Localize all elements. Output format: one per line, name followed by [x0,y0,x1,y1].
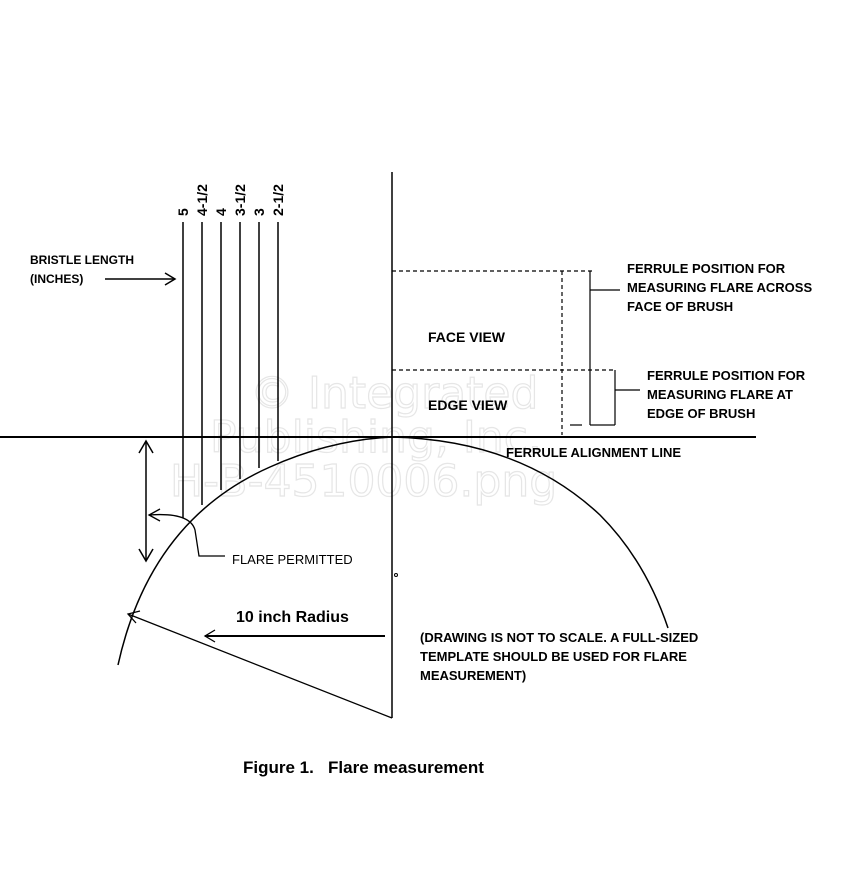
svg-text:FERRULE POSITION FOR: FERRULE POSITION FOR [647,368,806,383]
radius-arc [117,436,669,666]
radius-label: 10 inch Radius [236,609,349,626]
watermark-line-3: H-B-4510006.png [170,456,557,507]
svg-text:(DRAWING IS NOT TO SCALE. A FU: (DRAWING IS NOT TO SCALE. A FULL-SIZED [420,630,698,645]
flare-leader-arrow [147,508,225,557]
bristle-length-labels: 5 4-1/2 4 3-1/2 3 2-1/2 [175,184,286,216]
svg-text:FERRULE POSITION FOR: FERRULE POSITION FOR [627,261,786,276]
svg-text:FACE OF BRUSH: FACE OF BRUSH [627,299,733,314]
bristle-label: 3-1/2 [232,184,248,216]
bristle-lines [182,222,279,518]
bristle-length-label: BRISTLE LENGTH [30,253,134,267]
double-arrow-icon [138,439,154,563]
ferrule-alignment-label: FERRULE ALIGNMENT LINE [506,445,681,460]
scale-note: (DRAWING IS NOT TO SCALE. A FULL-SIZED T… [420,630,698,683]
watermark-line-1: © Integrated [250,368,538,419]
ferrule-edge-label: FERRULE POSITION FOR MEASURING FLARE AT … [647,368,806,421]
ferrule-face-label: FERRULE POSITION FOR MEASURING FLARE ACR… [627,261,812,314]
dot-mark [394,573,398,577]
radius-line [126,610,393,719]
svg-text:MEASURING FLARE ACROSS: MEASURING FLARE ACROSS [627,280,812,295]
bristle-label: 4 [213,208,229,216]
bristle-label: 3 [251,208,267,216]
arrow-right-icon [105,272,177,286]
figure-caption: Figure 1. Flare measurement [243,758,484,777]
edge-view-label: EDGE VIEW [428,397,508,413]
svg-text:MEASUREMENT): MEASUREMENT) [420,668,526,683]
svg-text:MEASURING FLARE AT: MEASURING FLARE AT [647,387,793,402]
face-view-label: FACE VIEW [428,329,506,345]
svg-text:EDGE OF BRUSH: EDGE OF BRUSH [647,406,755,421]
flare-permitted-label: FLARE PERMITTED [232,552,353,567]
bristle-label: 5 [175,208,191,216]
bristle-label: 2-1/2 [270,184,286,216]
svg-text:TEMPLATE SHOULD BE USED FOR FL: TEMPLATE SHOULD BE USED FOR FLARE [420,649,687,664]
bristle-length-unit: (INCHES) [30,272,83,286]
bristle-label: 4-1/2 [194,184,210,216]
ferrule-boxes [392,270,640,435]
